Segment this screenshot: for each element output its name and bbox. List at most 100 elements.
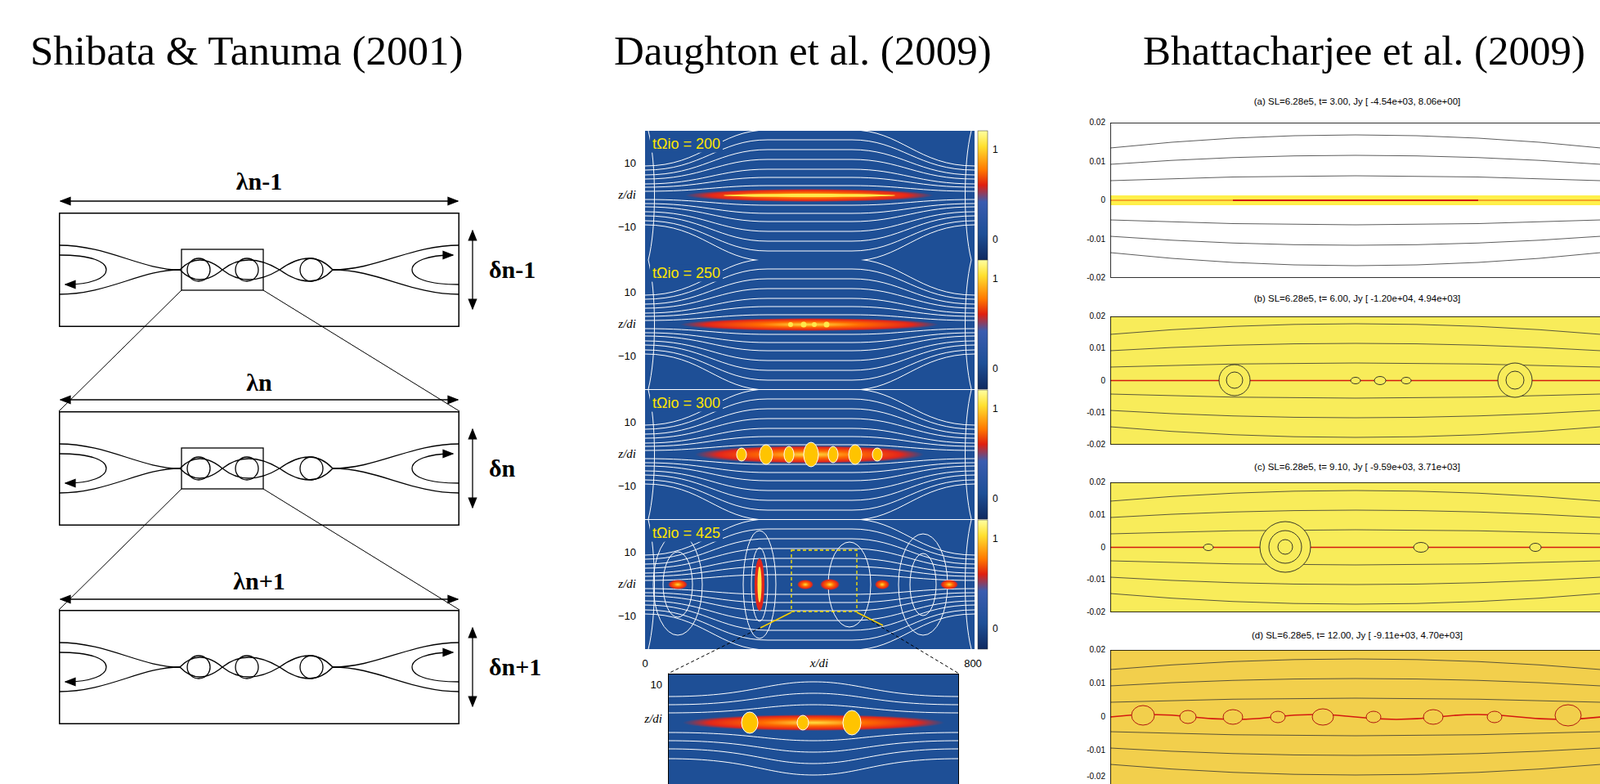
axis-tick: -0.02 <box>1086 607 1106 618</box>
figure-art <box>1131 705 1155 726</box>
time-label: tΩio = 200 <box>649 135 723 153</box>
colorbar-tick: 0 <box>992 493 999 506</box>
figure-art <box>848 444 862 465</box>
axis-tick: −10 <box>618 610 637 623</box>
figure-art <box>667 579 688 590</box>
thickness-label: δn-1 <box>488 255 536 285</box>
figure-art <box>1110 658 1600 776</box>
plot-title: (d) SL=6.28e5, t= 12.00, Jy [ -9.11e+03,… <box>1251 630 1463 641</box>
axis-tick: -0.01 <box>1086 407 1106 418</box>
figure-art <box>1110 649 1600 784</box>
figure-art <box>667 681 960 776</box>
figure-art <box>751 547 768 622</box>
axis-label: z/di <box>618 188 637 202</box>
figure-art <box>784 446 794 463</box>
figure-art <box>1350 377 1361 385</box>
axis-tick: 0.01 <box>1089 156 1106 167</box>
axis-label: z/di <box>618 447 637 462</box>
figure-art <box>803 442 819 467</box>
figure-art <box>1259 521 1311 573</box>
wavelength-label: λn-1 <box>236 167 283 197</box>
figure-art <box>1232 199 1479 202</box>
figure-art <box>801 322 807 328</box>
figure-art <box>1277 539 1293 555</box>
figure-art <box>645 519 975 650</box>
figure-art <box>1203 544 1214 552</box>
figure-art <box>1529 543 1542 552</box>
figure-art <box>760 612 792 628</box>
colorbar-tick: 1 <box>992 144 999 157</box>
figure-art <box>1110 482 1600 613</box>
colorbar-tick: 1 <box>992 403 999 416</box>
figure-art <box>1131 704 1582 727</box>
figure-art <box>759 444 773 465</box>
figure-art <box>754 558 765 611</box>
figure-art <box>667 673 960 784</box>
figure-art <box>1110 122 1600 278</box>
figure-art <box>668 674 960 784</box>
figure-art <box>60 398 458 400</box>
figure-art <box>1270 711 1286 723</box>
figure-art <box>856 612 960 674</box>
figure-art <box>58 290 182 412</box>
colorbar-tick: 0 <box>992 623 999 636</box>
figure-art <box>667 673 960 784</box>
figure-art <box>1110 122 1600 278</box>
figure-art <box>977 389 988 520</box>
figure-art <box>1497 363 1533 398</box>
axis-tick: −10 <box>618 480 637 493</box>
figure-art <box>1110 482 1600 613</box>
axis-tick: -0.01 <box>1086 234 1106 245</box>
time-label: tΩio = 300 <box>649 394 723 413</box>
figure-art <box>663 551 693 618</box>
figure-art <box>940 579 959 590</box>
figure-art <box>645 389 975 520</box>
axis-label: z/di <box>618 577 637 592</box>
time-label: tΩio = 425 <box>649 524 723 543</box>
axis-tick: 10 <box>624 546 637 560</box>
axis-tick: 10 <box>624 286 637 300</box>
figure-art <box>1110 316 1600 445</box>
figure-art <box>741 710 861 736</box>
figure-art <box>1203 521 1542 573</box>
figure-art <box>1110 323 1600 438</box>
plot-title: (a) SL=6.28e5, t= 3.00, Jy [ -4.54e+03, … <box>1254 96 1462 108</box>
axis-label: z/di <box>618 317 637 332</box>
figure-art <box>685 188 934 202</box>
figure-art <box>1111 123 1600 278</box>
colorbar-tick: 1 <box>992 273 999 286</box>
figure-art <box>1110 649 1600 784</box>
axis-tick: 0.01 <box>1089 344 1106 355</box>
figure-art <box>645 519 975 650</box>
figure-art <box>1374 376 1386 386</box>
figure-art <box>872 448 883 462</box>
figure-art <box>58 412 460 526</box>
figure-art <box>1111 317 1600 445</box>
figure-art <box>1110 490 1600 605</box>
axis-tick: 0.01 <box>1089 678 1106 689</box>
figure-art <box>58 610 460 725</box>
figure-art <box>723 193 896 198</box>
figure-art <box>471 627 473 707</box>
axis-tick: -0.02 <box>1086 439 1106 450</box>
figure-art <box>645 389 975 520</box>
axis-tick: 0 <box>1100 195 1106 206</box>
figure-art <box>977 519 988 650</box>
axis-tick: -0.01 <box>1086 575 1106 586</box>
figure-art <box>797 579 814 590</box>
wavelength-label: λn <box>246 368 272 398</box>
panel-heading: Bhattacharjee et al. (2009) <box>1142 26 1586 76</box>
figure-art <box>680 318 939 332</box>
axis-tick: -0.02 <box>1086 771 1106 782</box>
figure-art <box>1111 650 1600 784</box>
colorbar-tick: 0 <box>992 363 999 376</box>
figure-art <box>741 712 758 734</box>
figure-art <box>667 612 792 674</box>
figure-art <box>58 488 182 610</box>
figure-art <box>791 550 857 612</box>
figure-art <box>1179 710 1197 724</box>
axis-tick: 0 <box>1100 376 1106 386</box>
pic-panels <box>645 129 988 784</box>
figure-art <box>1312 708 1334 726</box>
